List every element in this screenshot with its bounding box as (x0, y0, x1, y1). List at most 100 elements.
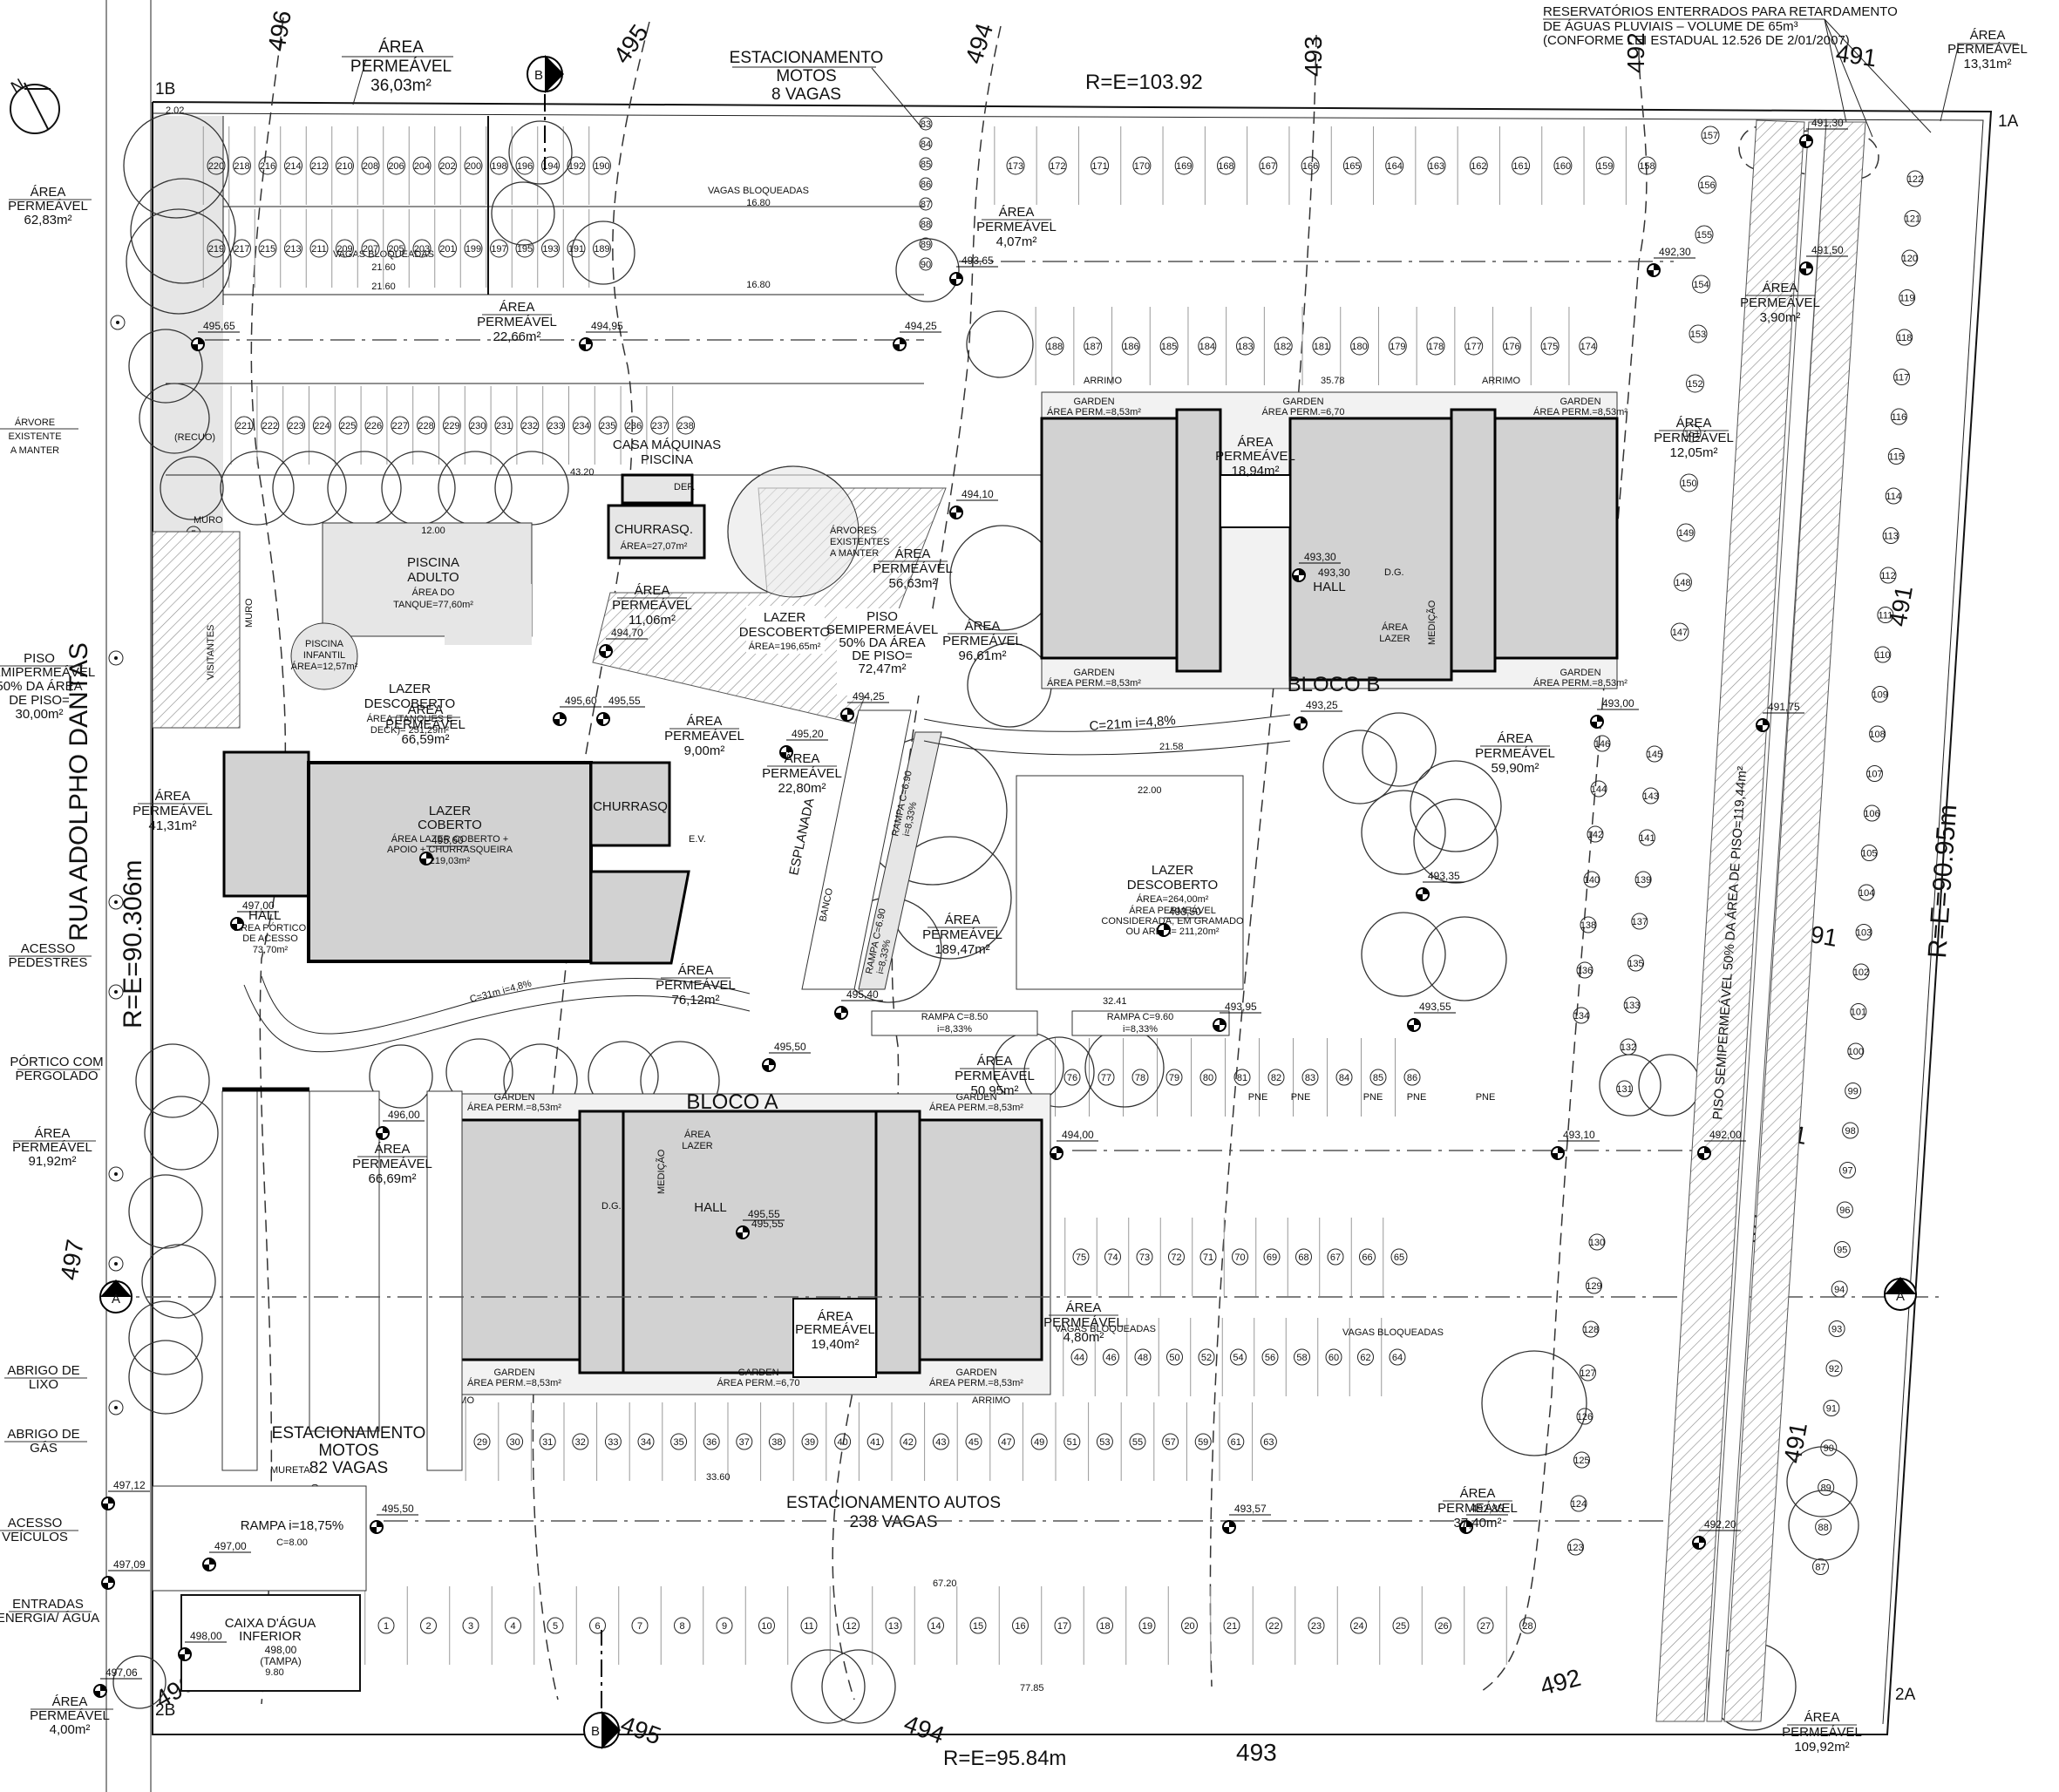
parking-space: 64 (1381, 1318, 1406, 1396)
parking-space: 187 (1073, 307, 1103, 385)
svg-text:DE PISO=: DE PISO= (852, 648, 913, 663)
esplanada: ESPLANADA BANCO RAMPA C=6.90 i=8,33% RAM… (243, 709, 1291, 1053)
parking-space: 175 (1530, 307, 1560, 385)
svg-text:2B: 2B (155, 1701, 175, 1720)
parking-space: 87 (1812, 1558, 1829, 1575)
parking-space: 16 (998, 1586, 1029, 1665)
parking-space: 124 (1570, 1495, 1587, 1512)
svg-text:497,09: 497,09 (113, 1558, 146, 1571)
spot-level-marker: 497,00 (202, 1540, 251, 1571)
parking-space: 212 (305, 126, 329, 205)
parking-space: 62 (1349, 1318, 1374, 1396)
svg-text:494,25: 494,25 (853, 690, 885, 703)
svg-text:(RECUO): (RECUO) (174, 432, 215, 443)
svg-text:165: 165 (1344, 161, 1360, 172)
parking-space: 141 (1638, 829, 1655, 846)
churrasqueira-top: CHURRASQ. ÁREA=27,07m² DEP. CASA MÁQUINA… (607, 438, 721, 560)
parking-space: 155 (1695, 225, 1714, 244)
svg-text:30,00m²: 30,00m² (15, 707, 63, 722)
svg-text:47: 47 (1001, 1437, 1011, 1448)
svg-text:229: 229 (444, 421, 459, 431)
spot-level-marker: 492,85 (1459, 1503, 1508, 1534)
parking-space: 137 (1631, 913, 1648, 930)
svg-text:48: 48 (1138, 1353, 1148, 1363)
svg-text:27: 27 (1480, 1621, 1491, 1632)
svg-text:ÁREA PERM.=6,70: ÁREA PERM.=6,70 (1261, 406, 1344, 417)
svg-text:ÁREA: ÁREA (999, 205, 1035, 220)
svg-text:4: 4 (510, 1621, 515, 1632)
svg-text:197: 197 (491, 244, 506, 255)
svg-text:109,92m²: 109,92m² (1794, 1740, 1849, 1755)
svg-text:145: 145 (1647, 750, 1662, 760)
svg-text:491,30: 491,30 (1811, 117, 1844, 129)
svg-text:ÁREA: ÁREA (965, 619, 1001, 634)
svg-text:135: 135 (1627, 959, 1643, 969)
svg-text:152: 152 (1687, 379, 1702, 390)
svg-text:GARDEN: GARDEN (1560, 397, 1600, 407)
svg-text:69: 69 (1267, 1252, 1277, 1263)
svg-text:156: 156 (1699, 180, 1715, 191)
svg-text:22.00: 22.00 (1138, 785, 1162, 796)
svg-text:493,10: 493,10 (1563, 1129, 1595, 1141)
svg-text:ÁREA=264,00m²: ÁREA=264,00m² (1137, 893, 1209, 905)
boundary-bottom: R=E=95.84m (943, 1747, 1066, 1770)
parking-space: 205 (383, 209, 405, 288)
svg-text:105: 105 (1861, 849, 1877, 859)
parking-space: 120 (1901, 249, 1919, 267)
svg-text:ÁREA PERM.=8,53m²: ÁREA PERM.=8,53m² (929, 1102, 1023, 1113)
svg-text:206: 206 (388, 161, 404, 172)
svg-text:82: 82 (1271, 1073, 1281, 1083)
svg-text:162: 162 (1471, 161, 1486, 172)
svg-text:495,50: 495,50 (774, 1041, 806, 1053)
svg-text:4,07m²: 4,07m² (996, 234, 1037, 249)
parking-space: 225 (334, 386, 357, 465)
parking-space: 89 (1818, 1479, 1835, 1496)
svg-text:CHURRASQ.: CHURRASQ. (615, 522, 693, 537)
pne-label: PNE (1291, 1092, 1311, 1103)
svg-text:16.80: 16.80 (746, 280, 771, 290)
svg-text:59,90m²: 59,90m² (1491, 761, 1539, 776)
svg-text:493: 493 (1236, 1739, 1277, 1766)
svg-text:166: 166 (1302, 161, 1318, 172)
parking-space: 14 (914, 1586, 944, 1665)
svg-text:210: 210 (336, 161, 352, 172)
svg-text:155: 155 (1696, 230, 1712, 241)
svg-text:42: 42 (903, 1437, 914, 1448)
parking-space: 9 (703, 1586, 733, 1665)
svg-text:OU AREIA= 211,20m²: OU AREIA= 211,20m² (1125, 927, 1219, 937)
svg-text:ÁREA: ÁREA (684, 1129, 711, 1140)
svg-text:49: 49 (1034, 1437, 1044, 1448)
parking-space: 231 (490, 386, 513, 465)
svg-text:D.G.: D.G. (1384, 567, 1404, 578)
svg-text:GÁS: GÁS (30, 1441, 58, 1456)
svg-text:495,20: 495,20 (792, 728, 824, 740)
svg-text:DESCOBERTO: DESCOBERTO (1127, 878, 1218, 893)
svg-text:PERMEÁVEL: PERMEÁVEL (352, 1157, 432, 1171)
svg-text:ÁREA=196,65m²: ÁREA=196,65m² (749, 641, 821, 652)
svg-text:493,35: 493,35 (1428, 870, 1460, 882)
parking-space: 184 (1187, 307, 1217, 385)
svg-text:96,61m²: 96,61m² (958, 648, 1006, 663)
spot-level-marker: 495,40 (834, 988, 883, 1020)
svg-text:ÁREA: ÁREA (378, 38, 424, 57)
parking-top-left: VAGAS BLOQUEADAS 21.60 21.60 VAGAS BLOQU… (153, 105, 1085, 569)
svg-text:PERGOLADO: PERGOLADO (15, 1069, 98, 1083)
svg-text:GARDEN: GARDEN (737, 1368, 778, 1378)
section-marker-b-icon: B B (527, 55, 621, 1749)
parking-space: 171 (1077, 126, 1110, 205)
svg-text:PERMEÁVEL: PERMEÁVEL (477, 315, 557, 329)
svg-text:496,00: 496,00 (388, 1109, 420, 1121)
svg-text:492,85: 492,85 (1471, 1503, 1504, 1515)
svg-text:81: 81 (1237, 1073, 1247, 1083)
parking-space: 83 (919, 117, 933, 131)
svg-text:225: 225 (340, 421, 356, 431)
spot-level-marker: 491,30 (1799, 117, 1848, 148)
svg-text:33: 33 (608, 1437, 618, 1448)
permeable-area-labels: ÁREAPERMEÁVEL22,66m²ÁREAPERMEÁVEL4,07m²Á… (133, 205, 1862, 1755)
svg-text:172: 172 (1050, 161, 1065, 172)
svg-text:ÁRVORES: ÁRVORES (830, 525, 877, 536)
parking-space: 157 (1701, 126, 1720, 145)
lazer-descoberto-mid: ÁRVORES EXISTENTES A MANTER LAZER DESCOB… (592, 465, 947, 724)
svg-text:141: 141 (1639, 833, 1655, 844)
